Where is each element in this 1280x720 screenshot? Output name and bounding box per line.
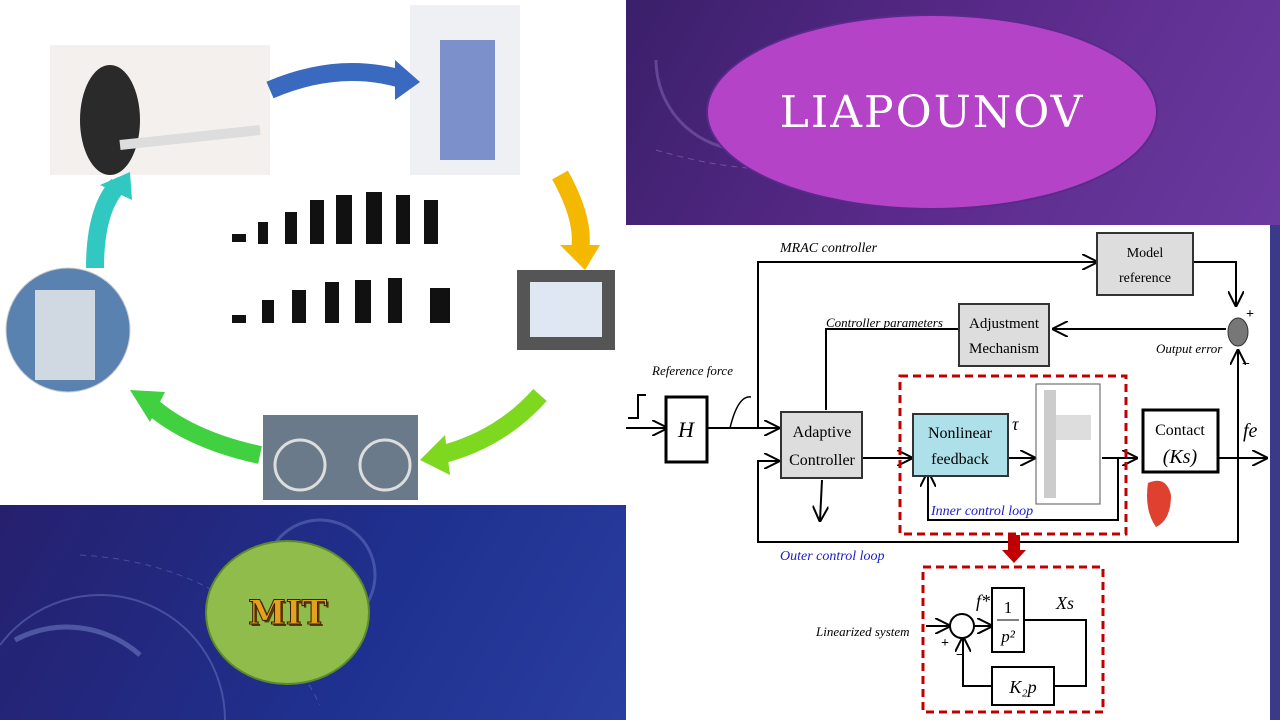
minus-sign: −	[956, 648, 964, 663]
f-star-label: f*	[976, 591, 990, 611]
mit-label: MIT	[248, 592, 328, 633]
linearized-box	[921, 565, 1105, 714]
mrac-block-diagram: H Model reference Adjustment Mechanism +…	[626, 225, 1270, 720]
tf-numerator: 1	[1004, 598, 1013, 617]
mrac-label: MRAC controller	[779, 241, 878, 256]
inner-loop-label: Inner control loop	[930, 504, 1033, 519]
human-growth-silhouettes	[232, 192, 450, 323]
summing-junction-linear	[949, 613, 975, 639]
fe-label: fe	[1243, 420, 1258, 442]
nonlinear-feedback-block	[912, 413, 1009, 477]
arrow-green	[144, 398, 262, 464]
liapounov-title: LIAPOUNOV	[779, 86, 1085, 138]
arrow-teal	[86, 178, 125, 269]
k2p-block	[991, 666, 1055, 706]
plus-sign: +	[1246, 307, 1254, 322]
lifecycle-cycle	[5, 5, 615, 500]
outer-loop-label: Outer control loop	[780, 549, 884, 564]
xs-label: Xs	[1055, 593, 1074, 613]
contact-label: (Ks)	[1163, 446, 1198, 468]
liapounov-ellipse: LIAPOUNOV	[706, 14, 1158, 210]
diagram-svg: H Model reference Adjustment Mechanism +…	[626, 232, 1270, 714]
adjustment-label: Adjustment	[969, 316, 1040, 332]
adaptive-controller-block	[780, 411, 863, 479]
adjustment-label: Mechanism	[969, 341, 1039, 357]
model-reference-block	[1096, 232, 1194, 296]
tf-denominator: p²	[1000, 627, 1016, 646]
contact-label: Contact	[1155, 422, 1205, 439]
adaptive-label: Adaptive	[793, 424, 852, 441]
adjustment-mechanism-block	[958, 303, 1050, 367]
mit-badge: MIT	[205, 540, 370, 685]
output-error-label: Output error	[1156, 341, 1223, 356]
h-block	[664, 395, 709, 464]
minus-sign: −	[1242, 357, 1250, 372]
arrow-blue	[266, 63, 408, 99]
summing-junction	[1227, 317, 1249, 347]
model-reference-label: reference	[1119, 271, 1171, 286]
inner-loop-box	[898, 374, 1128, 536]
model-reference-label: Model	[1127, 246, 1164, 261]
adaptive-label: Controller	[789, 452, 855, 469]
reference-force-label: Reference force	[651, 363, 733, 378]
controller-params-label: Controller parameters	[826, 315, 943, 330]
down-arrow-red	[1002, 550, 1026, 563]
lifecycle-illustration	[0, 0, 626, 505]
contact-block	[1141, 408, 1220, 474]
h-block-label: H	[677, 417, 695, 442]
slide-edge	[1270, 225, 1280, 720]
nonlinear-label: Nonlinear	[928, 425, 993, 442]
plus-sign: +	[941, 636, 949, 651]
tau-label: τ	[1012, 414, 1019, 434]
heart-image	[1147, 480, 1171, 527]
k2p-label: K₂p	[1008, 677, 1036, 697]
linearized-label: Linearized system	[815, 624, 910, 639]
arrow-green-light	[437, 388, 547, 464]
arrow-yellow	[552, 170, 590, 252]
nonlinear-label: feedback	[931, 451, 989, 468]
